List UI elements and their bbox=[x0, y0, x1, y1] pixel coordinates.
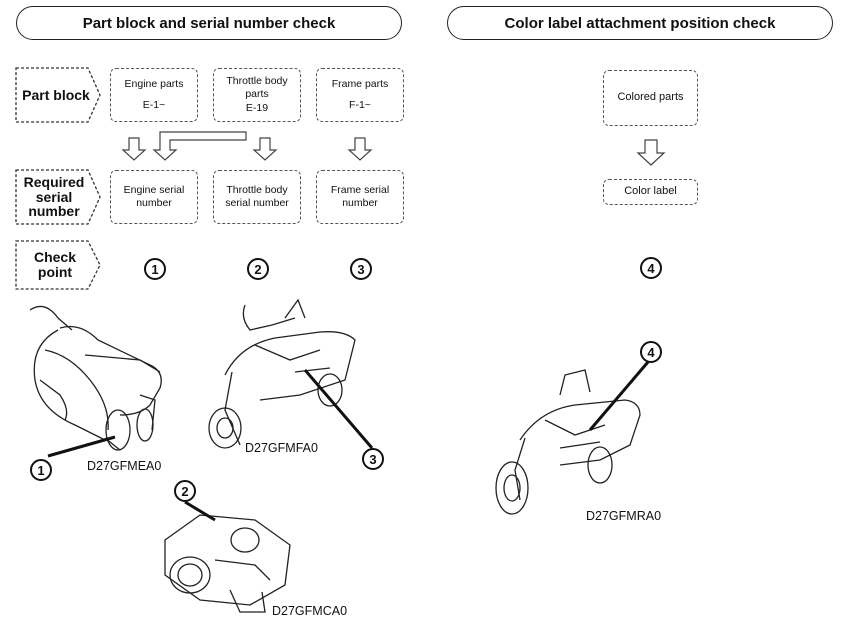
scooter-rear-illustration bbox=[29, 305, 162, 451]
part-block-name: Engine parts bbox=[124, 77, 184, 90]
illustration-code-color: D27GFMRA0 bbox=[586, 509, 662, 523]
part-block-box-engine: Engine parts E-1~ bbox=[110, 68, 198, 122]
marker-1: 1 bbox=[30, 459, 52, 481]
serial-label: Frame serial number bbox=[330, 183, 390, 209]
required-serial-tag: Required serial number bbox=[14, 170, 94, 224]
leader-line-3 bbox=[303, 369, 374, 449]
serial-box-throttle: Throttle body serial number bbox=[213, 170, 301, 224]
color-label-check-title: Color label attachment position check bbox=[504, 14, 776, 32]
illustration-code-throttle: D27GFMCA0 bbox=[272, 604, 348, 618]
marker-3: 3 bbox=[362, 448, 384, 470]
required-serial-label: Required serial number bbox=[23, 173, 85, 220]
leader-line-1 bbox=[47, 435, 116, 458]
crossover-arrow-icon bbox=[152, 131, 247, 161]
serial-box-frame: Frame serial number bbox=[316, 170, 404, 224]
illustration-code-front: D27GFMFA0 bbox=[245, 441, 318, 455]
throttle-body-illustration bbox=[164, 514, 291, 613]
leader-line-4 bbox=[588, 361, 650, 431]
part-block-check-header: Part block and serial number check bbox=[16, 6, 402, 40]
down-arrow-icon bbox=[347, 137, 373, 161]
colored-parts-label: Colored parts bbox=[617, 91, 684, 104]
part-block-code: E-1~ bbox=[142, 99, 166, 111]
part-block-tag-shape bbox=[15, 67, 101, 123]
color-label-box: Color label bbox=[603, 179, 698, 205]
down-arrow-icon bbox=[636, 139, 666, 166]
check-point-label: Check point bbox=[33, 249, 77, 280]
part-block-name: Frame parts bbox=[331, 77, 389, 90]
part-block-code: E-19 bbox=[245, 101, 269, 114]
required-serial-tag-shape bbox=[15, 169, 101, 225]
check-point-marker-color: 4 bbox=[640, 257, 662, 279]
part-block-box-throttle: Throttle body parts E-19 bbox=[213, 68, 301, 122]
serial-label: Engine serial number bbox=[123, 183, 185, 209]
check-point-marker: 1 bbox=[144, 258, 166, 280]
part-block-code: F-1~ bbox=[349, 99, 371, 111]
colored-parts-box: Colored parts bbox=[603, 70, 698, 126]
check-point-tag: Check point bbox=[16, 241, 94, 289]
color-label-text: Color label bbox=[624, 185, 677, 198]
check-point-tag-shape bbox=[15, 240, 101, 290]
check-point-marker: 3 bbox=[350, 258, 372, 280]
part-block-check-title: Part block and serial number check bbox=[82, 14, 336, 32]
illustration-code-rear: D27GFMEA0 bbox=[87, 459, 162, 473]
leader-line-2 bbox=[184, 500, 216, 522]
check-point-marker: 2 bbox=[247, 258, 269, 280]
color-label-check-header: Color label attachment position check bbox=[447, 6, 833, 40]
marker-2: 2 bbox=[174, 480, 196, 502]
part-block-name: Throttle body parts bbox=[226, 75, 288, 101]
scooter-front-illustration bbox=[208, 298, 356, 449]
marker-4: 4 bbox=[640, 341, 662, 363]
part-block-box-frame: Frame parts F-1~ bbox=[316, 68, 404, 122]
down-arrow-icon bbox=[121, 137, 147, 161]
part-block-tag: Part block bbox=[16, 68, 96, 122]
down-arrow-icon bbox=[252, 137, 278, 161]
serial-box-engine: Engine serial number bbox=[110, 170, 198, 224]
serial-label: Throttle body serial number bbox=[225, 183, 289, 209]
scooter-color-illustration bbox=[495, 369, 641, 515]
part-block-label: Part block bbox=[22, 86, 90, 103]
